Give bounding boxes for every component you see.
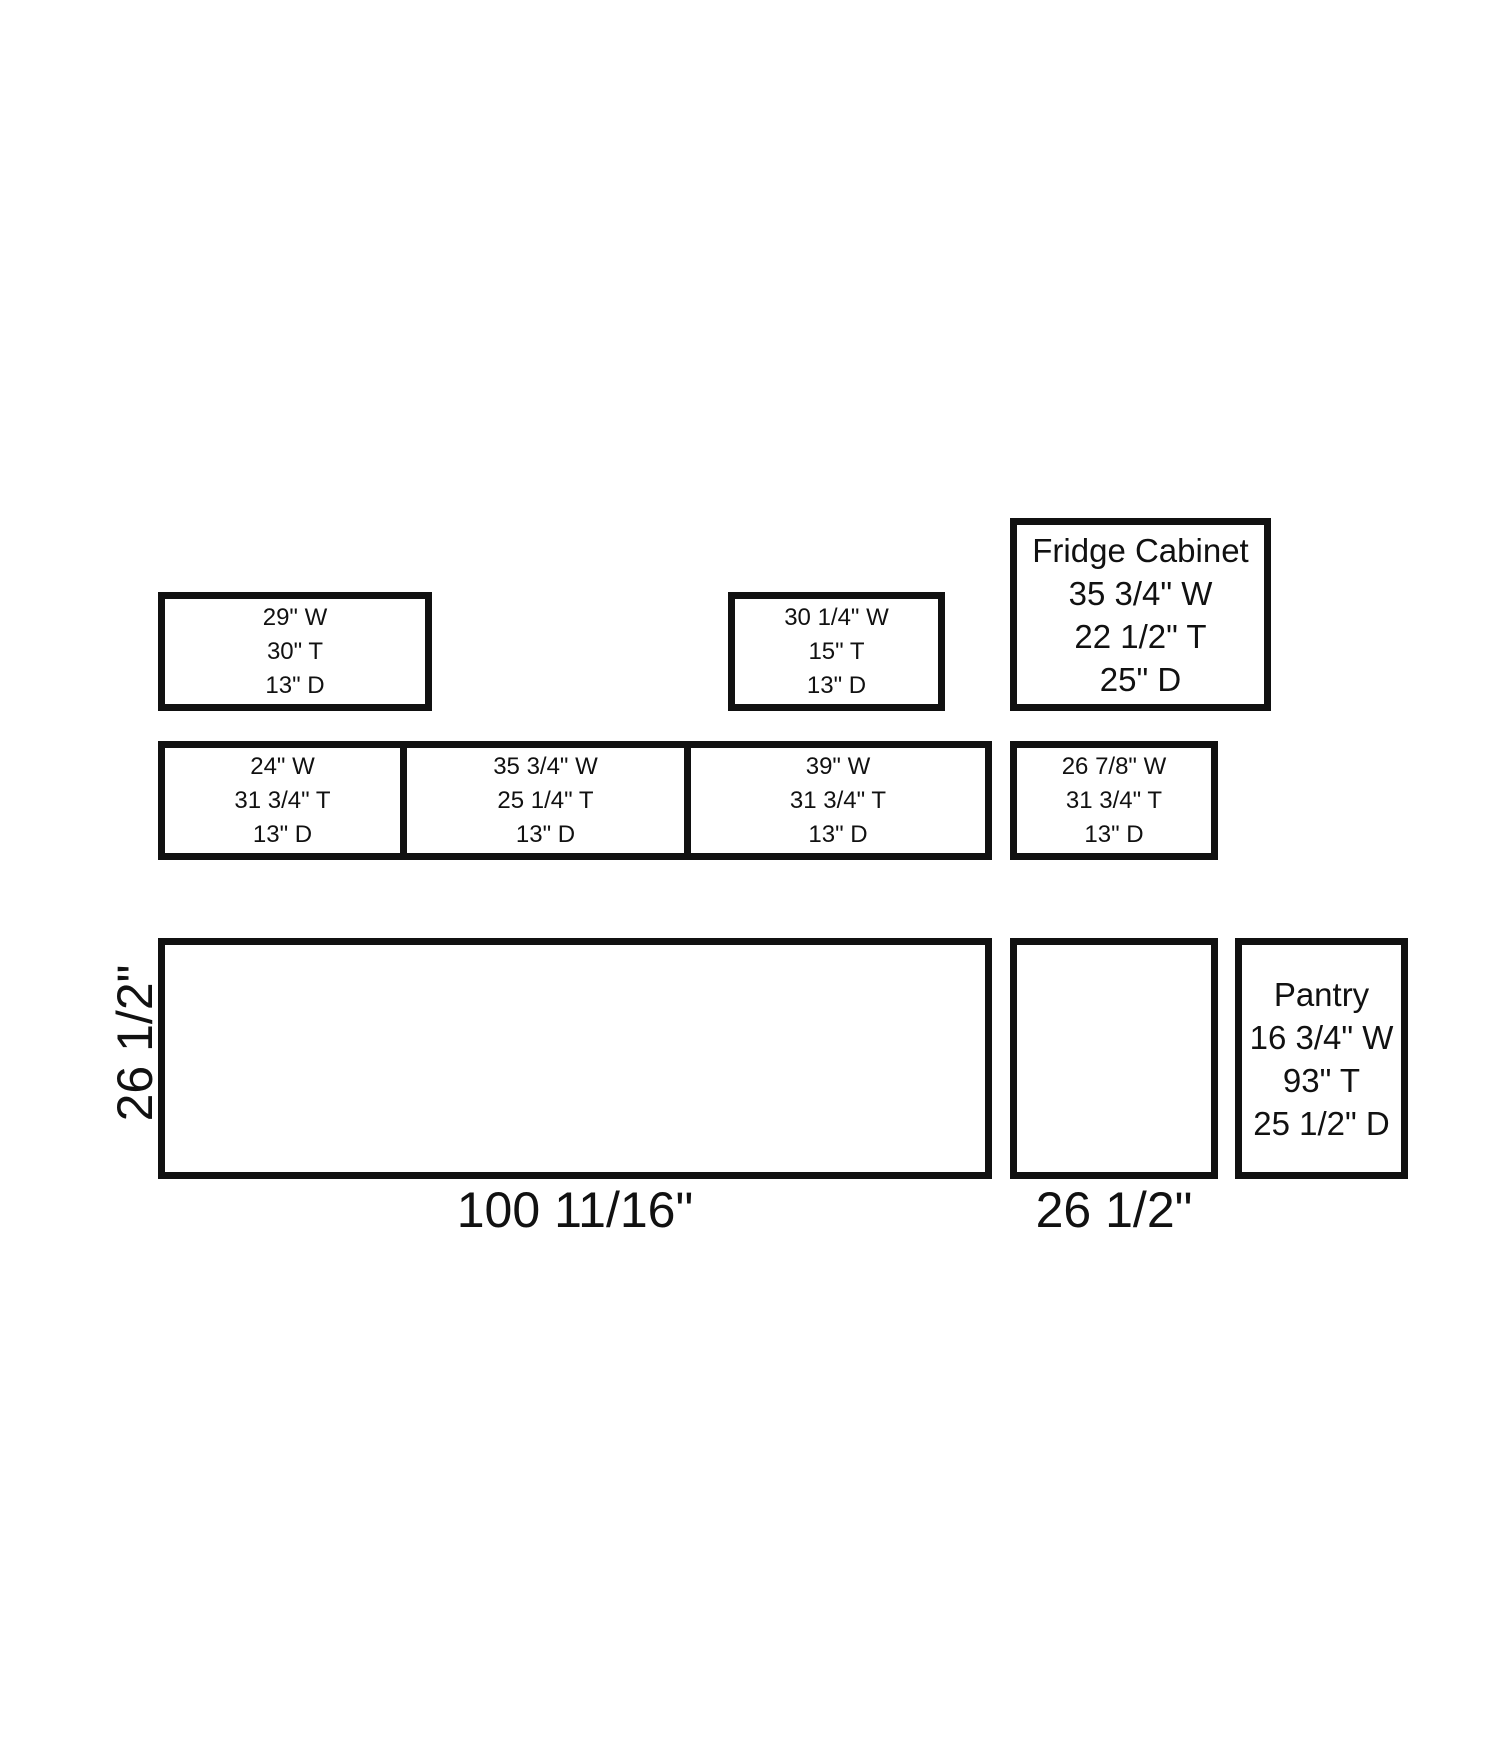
base-cabinet-2: 35 3/4" W 25 1/4" T 13" D — [400, 741, 691, 860]
fridge-cabinet: Fridge Cabinet 35 3/4" W 22 1/2" T 25" D — [1010, 518, 1271, 711]
pantry-label: Pantry — [1273, 975, 1370, 1013]
cabinet-depth: 13" D — [252, 820, 313, 848]
cabinet-width: 26 7/8" W — [1061, 752, 1167, 780]
cabinet-tall: 15" T — [808, 637, 865, 665]
cabinet-depth: 25 1/2" D — [1253, 1104, 1390, 1142]
cabinet-depth: 13" D — [808, 820, 868, 848]
cabinet-depth: 13" D — [265, 671, 325, 699]
fridge-cabinet-label: Fridge Cabinet — [1032, 531, 1249, 569]
cabinet-width: 30 1/4" W — [784, 603, 889, 631]
base-cabinet-1: 24" W 31 3/4" T 13" D — [158, 741, 407, 860]
cabinet-width: 39" W — [805, 752, 871, 780]
cabinet-width: 16 3/4" W — [1249, 1018, 1394, 1056]
cabinet-tall: 93" T — [1282, 1061, 1361, 1099]
left-height-dimension: 26 1/2" — [107, 964, 163, 1122]
cabinet-width: 29" W — [262, 603, 328, 631]
cabinet-depth: 13" D — [1084, 820, 1144, 848]
cabinet-depth: 13" D — [806, 671, 867, 699]
cabinet-tall: 31 3/4" T — [234, 786, 331, 814]
pantry-cabinet: Pantry 16 3/4" W 93" T 25 1/2" D — [1235, 938, 1408, 1179]
base-cabinet-3: 39" W 31 3/4" T 13" D — [684, 741, 992, 860]
cabinet-width: 24" W — [250, 752, 315, 780]
cabinet-depth: 25" D — [1099, 660, 1182, 698]
cabinet-width: 35 3/4" W — [493, 752, 598, 780]
cabinet-width: 35 3/4" W — [1068, 574, 1213, 612]
cabinet-tall: 25 1/4" T — [497, 786, 594, 814]
main-counter-outline — [158, 938, 992, 1179]
upper-cabinet-1: 29" W 30" T 13" D — [158, 592, 432, 711]
cabinet-tall: 22 1/2" T — [1074, 617, 1207, 655]
cabinet-tall: 31 3/4" T — [1065, 786, 1163, 814]
base-cabinet-4: 26 7/8" W 31 3/4" T 13" D — [1010, 741, 1218, 860]
fridge-space-outline — [1010, 938, 1218, 1179]
cabinet-tall: 31 3/4" T — [789, 786, 887, 814]
upper-cabinet-2: 30 1/4" W 15" T 13" D — [728, 592, 945, 711]
fridge-width-dimension: 26 1/2" — [1035, 1182, 1193, 1238]
cabinet-depth: 13" D — [515, 820, 576, 848]
main-width-dimension: 100 11/16" — [456, 1182, 694, 1238]
cabinet-tall: 30" T — [266, 637, 324, 665]
